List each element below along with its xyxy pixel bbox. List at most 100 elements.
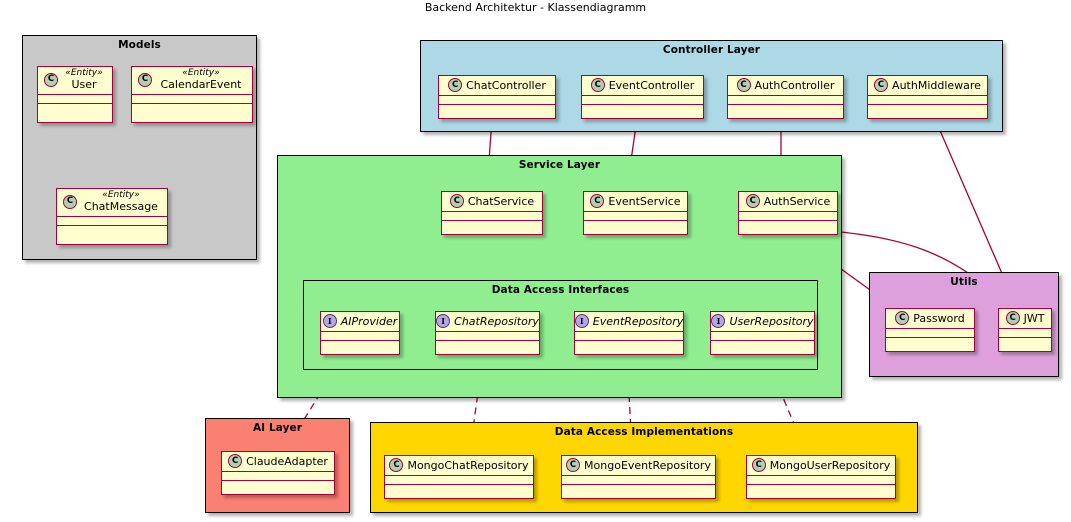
package-controller-layer[interactable]: Controller Layer C ChatController C Even… bbox=[420, 40, 1003, 132]
attributes-compartment bbox=[222, 472, 334, 481]
operations-compartment bbox=[739, 221, 837, 230]
class-name: MongoUserRepository bbox=[769, 458, 891, 472]
class-jwt[interactable]: C JWT bbox=[998, 308, 1052, 352]
page-title: Backend Architektur - Klassendiagramm bbox=[424, 1, 647, 14]
class-name: UserRepository bbox=[729, 314, 814, 328]
operations-compartment bbox=[868, 105, 987, 114]
package-data-access-implementations[interactable]: Data Access Implementations C MongoChatR… bbox=[370, 422, 918, 513]
interface-chatrepository[interactable]: I ChatRepository bbox=[435, 311, 540, 355]
class-icon: C bbox=[751, 458, 766, 472]
class-header: C «Entity» CalendarEvent bbox=[132, 67, 252, 95]
attributes-compartment bbox=[562, 476, 715, 485]
class-name: AuthService bbox=[763, 194, 831, 208]
class-name: ChatRepository bbox=[454, 314, 539, 328]
attributes-compartment bbox=[321, 332, 399, 341]
class-icon: C bbox=[138, 72, 152, 87]
operations-compartment bbox=[132, 104, 252, 113]
class-name: JWT bbox=[1023, 311, 1045, 325]
operations-compartment bbox=[584, 221, 687, 230]
attributes-compartment bbox=[999, 329, 1051, 338]
class-icon: C bbox=[228, 454, 243, 468]
package-title-utils: Utils bbox=[950, 276, 978, 288]
attributes-compartment bbox=[728, 96, 843, 105]
interface-icon: I bbox=[436, 314, 451, 328]
class-header: C JWT bbox=[999, 309, 1051, 329]
package-service-layer[interactable]: Service Layer C ChatService C EventServi… bbox=[277, 155, 842, 398]
class-name: EventService bbox=[608, 194, 681, 208]
class-chatcontroller[interactable]: C ChatController bbox=[438, 75, 556, 119]
class-authcontroller[interactable]: C AuthController bbox=[727, 75, 844, 119]
class-header: C MongoChatRepository bbox=[385, 456, 533, 476]
class-icon: C bbox=[590, 78, 605, 92]
class-icon: C bbox=[63, 194, 77, 209]
class-header: C ChatController bbox=[439, 76, 555, 96]
class-name: EventRepository bbox=[592, 314, 684, 328]
class-authmiddleware[interactable]: C AuthMiddleware bbox=[867, 75, 988, 119]
interface-icon: I bbox=[711, 314, 726, 328]
class-password[interactable]: C Password bbox=[885, 308, 975, 352]
class-mongoeventrepository[interactable]: C MongoEventRepository bbox=[561, 455, 716, 499]
attributes-compartment bbox=[385, 476, 533, 485]
operations-compartment bbox=[886, 338, 974, 347]
class-header: I AIProvider bbox=[321, 312, 399, 332]
package-ai-layer[interactable]: AI Layer C ClaudeAdapter bbox=[205, 418, 350, 513]
class-icon: C bbox=[874, 78, 889, 92]
operations-compartment bbox=[747, 485, 895, 494]
class-icon: C bbox=[449, 194, 464, 208]
class-name: User bbox=[71, 78, 97, 91]
operations-compartment bbox=[999, 338, 1051, 347]
class-mongochatrepository[interactable]: C MongoChatRepository bbox=[384, 455, 534, 499]
class-name: ClaudeAdapter bbox=[246, 454, 328, 468]
class-chatmessage[interactable]: C «Entity» ChatMessage bbox=[56, 188, 168, 245]
operations-compartment bbox=[728, 105, 843, 114]
class-header: C ChatService bbox=[442, 192, 542, 212]
class-header: C «Entity» ChatMessage bbox=[57, 189, 167, 217]
stereotype-label: «Entity» bbox=[182, 68, 220, 78]
class-icon: C bbox=[745, 194, 760, 208]
interface-aiprovider[interactable]: I AIProvider bbox=[320, 311, 400, 355]
operations-compartment bbox=[57, 226, 167, 235]
class-icon: C bbox=[590, 194, 605, 208]
package-title-ai-layer: AI Layer bbox=[252, 422, 303, 434]
operations-compartment bbox=[442, 221, 542, 230]
class-calendarevent[interactable]: C «Entity» CalendarEvent bbox=[131, 66, 253, 123]
class-user[interactable]: C «Entity» User bbox=[37, 66, 113, 123]
attributes-compartment bbox=[711, 332, 814, 341]
attributes-compartment bbox=[582, 96, 703, 105]
class-header: I UserRepository bbox=[711, 312, 814, 332]
operations-compartment bbox=[562, 485, 715, 494]
stereotype-label: «Entity» bbox=[102, 190, 140, 200]
class-header: C AuthMiddleware bbox=[868, 76, 987, 96]
class-icon: C bbox=[389, 458, 404, 472]
operations-compartment bbox=[711, 341, 814, 350]
class-name: Password bbox=[913, 311, 965, 325]
class-name: ChatMessage bbox=[84, 200, 158, 213]
interface-eventrepository[interactable]: I EventRepository bbox=[574, 311, 684, 355]
attributes-compartment bbox=[442, 212, 542, 221]
interface-icon: I bbox=[574, 314, 589, 328]
attributes-compartment bbox=[747, 476, 895, 485]
attributes-compartment bbox=[436, 332, 539, 341]
package-models[interactable]: Models C «Entity» User C «Entity bbox=[22, 35, 257, 260]
attributes-compartment bbox=[57, 217, 167, 226]
class-mongouserrepository[interactable]: C MongoUserRepository bbox=[746, 455, 896, 499]
class-header: C EventService bbox=[584, 192, 687, 212]
interface-userrepository[interactable]: I UserRepository bbox=[710, 311, 815, 355]
package-data-access-interfaces[interactable]: Data Access Interfaces I AIProvider I Ch… bbox=[303, 280, 818, 370]
class-icon: C bbox=[566, 458, 581, 472]
class-eventcontroller[interactable]: C EventController bbox=[581, 75, 704, 119]
operations-compartment bbox=[575, 341, 683, 350]
class-header: C ClaudeAdapter bbox=[222, 452, 334, 472]
package-title-data-access-interfaces: Data Access Interfaces bbox=[491, 284, 630, 296]
operations-compartment bbox=[436, 341, 539, 350]
class-claudeadapter[interactable]: C ClaudeAdapter bbox=[221, 451, 335, 495]
package-title-controller-layer: Controller Layer bbox=[662, 44, 761, 56]
class-chatservice[interactable]: C ChatService bbox=[441, 191, 543, 235]
attributes-compartment bbox=[584, 212, 687, 221]
class-eventservice[interactable]: C EventService bbox=[583, 191, 688, 235]
class-authservice[interactable]: C AuthService bbox=[738, 191, 838, 235]
package-utils[interactable]: Utils C Password C JWT bbox=[869, 272, 1059, 377]
operations-compartment bbox=[321, 341, 399, 350]
attributes-compartment bbox=[132, 95, 252, 104]
class-header: C MongoUserRepository bbox=[747, 456, 895, 476]
